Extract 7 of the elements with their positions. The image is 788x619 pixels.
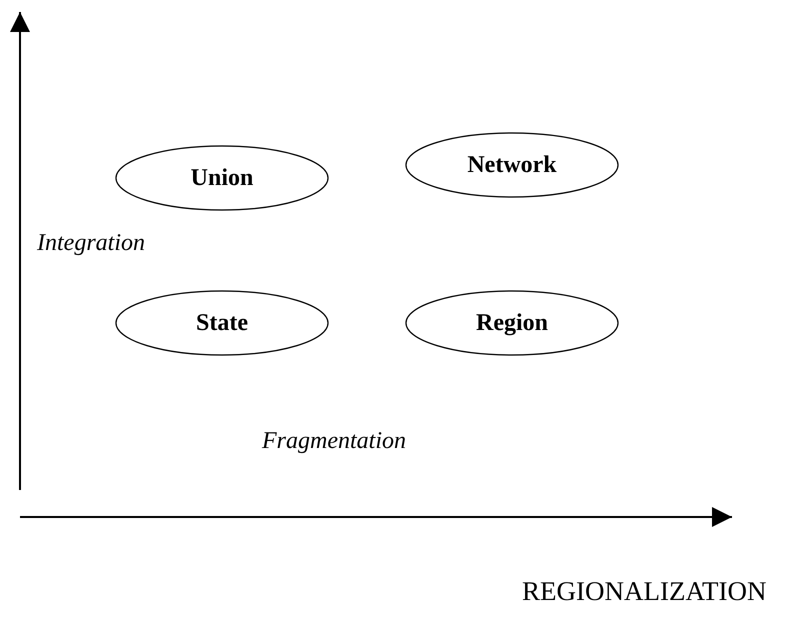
ellipse-node: Network xyxy=(405,132,619,198)
ellipse-node: Union xyxy=(115,145,329,211)
ellipse-node: State xyxy=(115,290,329,356)
axis-pole-label: Integration xyxy=(37,230,145,257)
axis-title: REGIONALIZATION xyxy=(522,576,766,607)
ellipse-node: Region xyxy=(405,290,619,356)
axis-pole-label: Fragmentation xyxy=(262,428,406,455)
